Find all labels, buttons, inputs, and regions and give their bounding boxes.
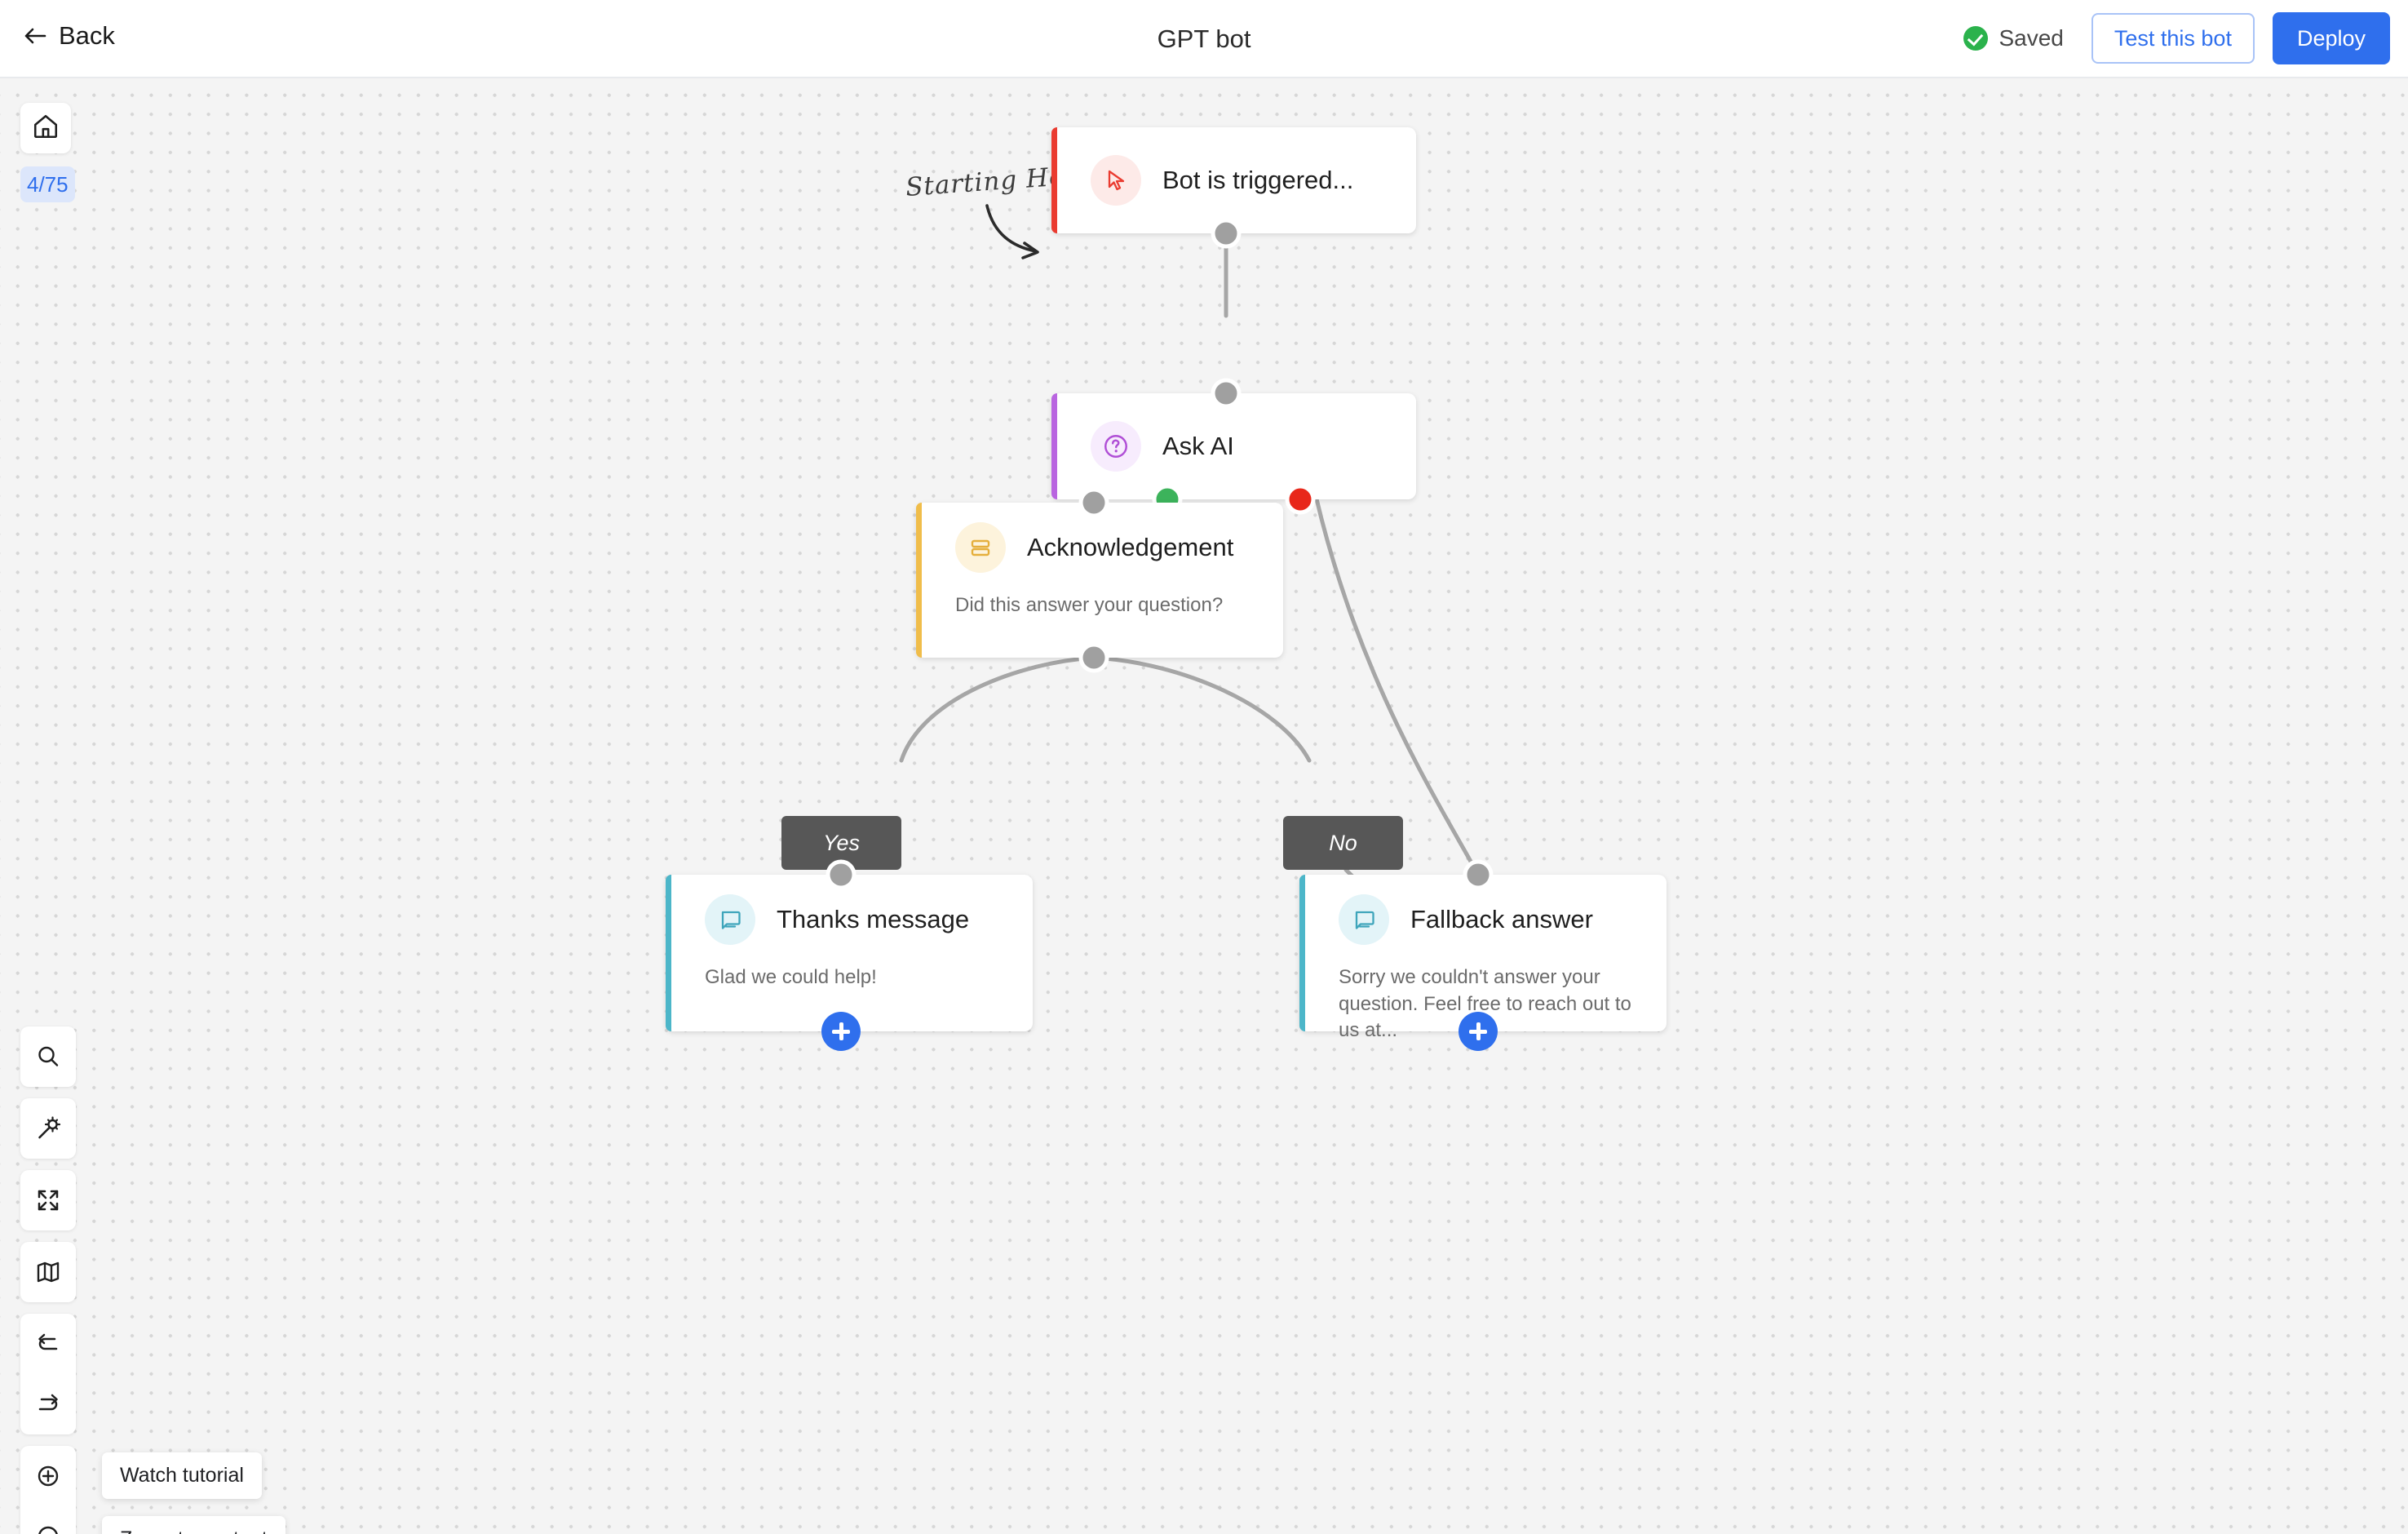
- node-accent-bar: [1051, 393, 1057, 499]
- tool-group-zoom: [20, 1446, 76, 1534]
- question-circle-icon: [1091, 421, 1141, 472]
- back-button[interactable]: Back: [15, 18, 123, 53]
- node-bot-triggered[interactable]: Bot is triggered...: [1051, 127, 1416, 249]
- tooltip-watch-tutorial[interactable]: Watch tutorial: [102, 1452, 262, 1499]
- node-thanks-message[interactable]: Thanks message Glad we could help!: [666, 859, 1033, 1051]
- magic-wand-icon: [35, 1115, 61, 1142]
- node-accent-bar: [916, 503, 922, 658]
- node-body-text: Did this answer your question?: [955, 594, 1224, 616]
- home-icon: [32, 113, 60, 144]
- tool-group-history-actions: [20, 1314, 76, 1434]
- node-title: Ask AI: [1162, 432, 1234, 461]
- branch-chip-no[interactable]: No: [1283, 816, 1403, 870]
- node-accent-bar: [1051, 127, 1057, 233]
- node-port-output[interactable]: [1078, 642, 1109, 673]
- flow-canvas[interactable]: 4/75 Starting Here Bot is triggered...: [0, 78, 2408, 1534]
- search-button[interactable]: [20, 1026, 76, 1087]
- node-acknowledgement[interactable]: Acknowledgement Did this answer your que…: [916, 487, 1283, 673]
- search-icon: [35, 1044, 61, 1070]
- node-accent-bar: [1299, 875, 1305, 1031]
- map-icon: [35, 1259, 61, 1285]
- buttons-icon: [955, 522, 1006, 573]
- node-port-input[interactable]: [1211, 378, 1242, 409]
- tool-group-map: [20, 1242, 76, 1302]
- node-ask-ai[interactable]: Ask AI: [1051, 378, 1416, 515]
- node-title: Acknowledgement: [1027, 533, 1234, 562]
- node-port-input[interactable]: [1463, 859, 1494, 890]
- check-circle-icon: [1963, 26, 1989, 51]
- tool-group-expand: [20, 1170, 76, 1230]
- node-counter-badge: 4/75: [20, 166, 75, 202]
- redo-icon: [35, 1391, 61, 1417]
- undo-icon: [35, 1331, 61, 1357]
- node-port-failure[interactable]: [1285, 484, 1316, 515]
- curved-arrow-icon: [985, 204, 1039, 259]
- magic-wand-button[interactable]: [20, 1098, 76, 1159]
- home-button[interactable]: [20, 103, 71, 153]
- expand-button[interactable]: [20, 1170, 76, 1230]
- branch-label: Yes: [822, 830, 861, 855]
- tooltip-zoom-to-content[interactable]: Zoom to content: [102, 1516, 286, 1534]
- node-title: Bot is triggered...: [1162, 166, 1354, 195]
- header-actions: Saved Test this bot Deploy: [1963, 11, 2390, 65]
- branch-label: No: [1329, 830, 1357, 855]
- node-body-text: Sorry we couldn't answer your question. …: [1339, 966, 1631, 1042]
- saved-label: Saved: [1999, 25, 2064, 51]
- deploy-button[interactable]: Deploy: [2272, 12, 2390, 64]
- tool-group-magic: [20, 1098, 76, 1159]
- zoom-out-icon: [35, 1523, 61, 1534]
- node-title: Thanks message: [777, 905, 970, 934]
- cursor-icon: [1091, 155, 1141, 206]
- node-port-input[interactable]: [826, 859, 857, 890]
- app-header: Back GPT bot Saved Test this bot Deploy: [0, 0, 2408, 78]
- zoom-in-icon: [35, 1463, 61, 1489]
- node-title: Fallback answer: [1410, 905, 1593, 934]
- back-arrow-icon: [23, 24, 47, 48]
- test-bot-button[interactable]: Test this bot: [2091, 13, 2255, 64]
- undo-button[interactable]: [20, 1314, 76, 1374]
- saved-status: Saved: [1963, 25, 2064, 51]
- node-body-text: Glad we could help!: [705, 966, 877, 988]
- chat-bubble-icon: [705, 894, 755, 945]
- add-node-button[interactable]: [1459, 1012, 1498, 1051]
- flow-edges: [839, 231, 1481, 955]
- node-accent-bar: [666, 875, 671, 1031]
- node-port-output[interactable]: [1211, 218, 1242, 249]
- zoom-out-button[interactable]: [20, 1506, 76, 1534]
- zoom-in-button[interactable]: [20, 1446, 76, 1506]
- add-node-button[interactable]: [821, 1012, 861, 1051]
- node-port-input[interactable]: [1078, 487, 1109, 518]
- chat-bubble-icon: [1339, 894, 1389, 945]
- redo-button[interactable]: [20, 1374, 76, 1434]
- canvas-tool-rail: [20, 1026, 76, 1534]
- tool-group-search: [20, 1026, 76, 1087]
- minimap-button[interactable]: [20, 1242, 76, 1302]
- expand-icon: [35, 1187, 61, 1213]
- node-fallback-answer[interactable]: Fallback answer Sorry we couldn't answer…: [1299, 859, 1667, 1051]
- back-label: Back: [59, 21, 115, 50]
